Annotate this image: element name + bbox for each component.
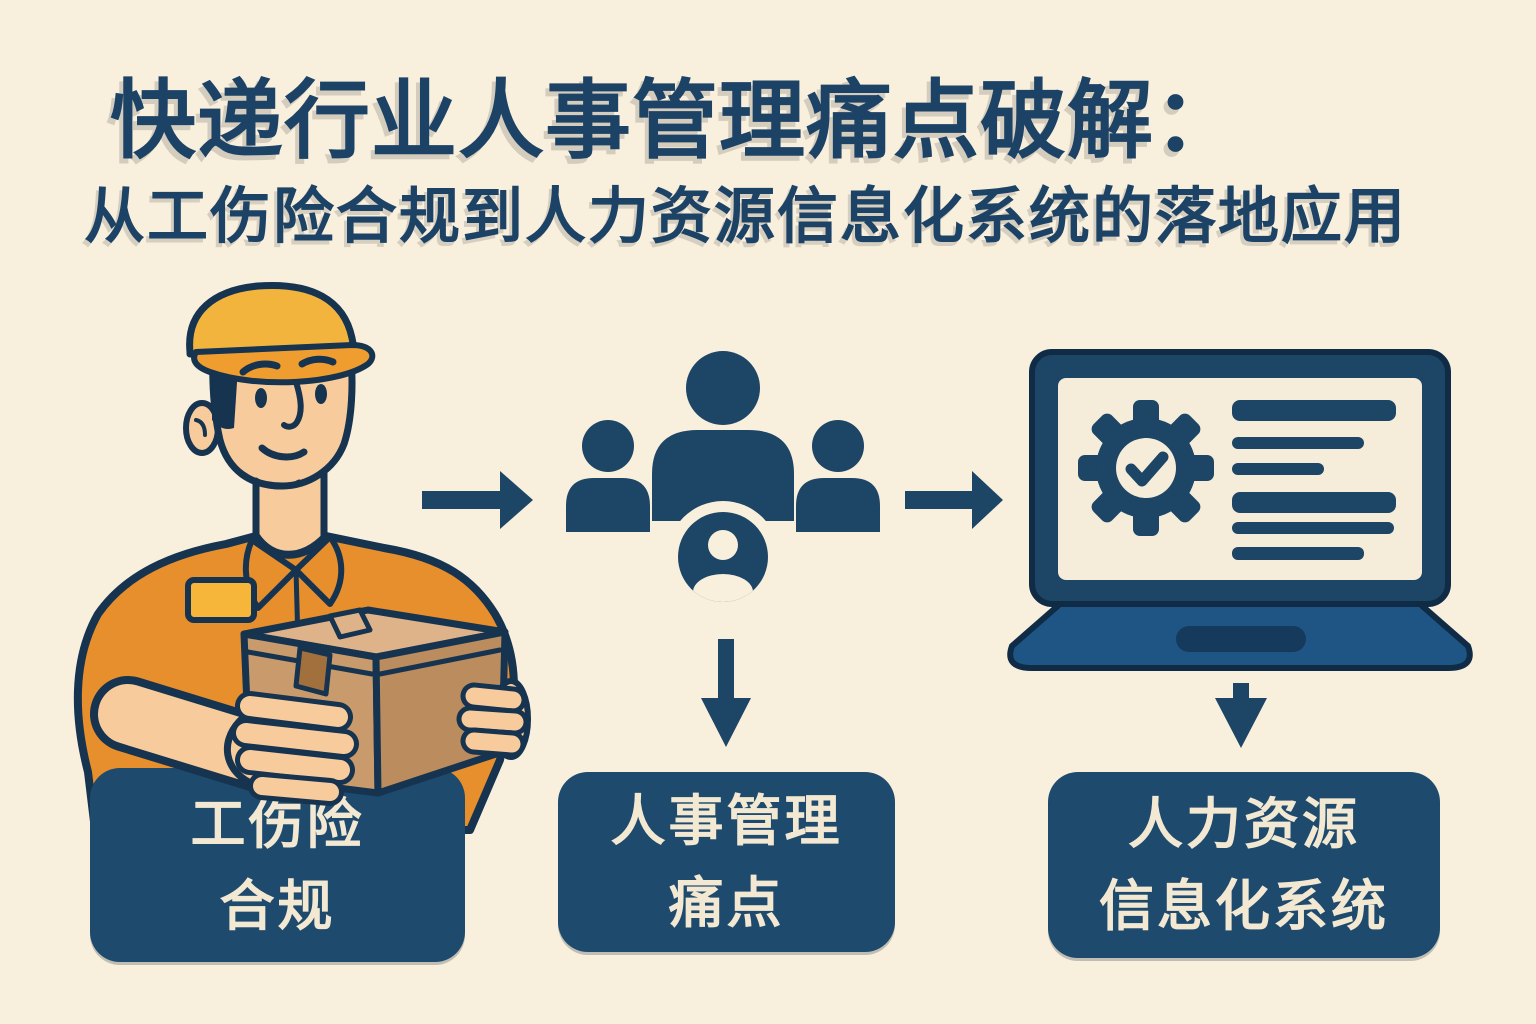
card-text-line: 人力资源 <box>1127 791 1360 856</box>
card-text-line: 痛点 <box>668 871 785 935</box>
card-text-line: 人事管理 <box>610 788 843 853</box>
cap-brim <box>191 342 376 386</box>
courier-right-hand <box>456 678 531 760</box>
name-badge <box>185 577 257 623</box>
right-arrow-icon-2 <box>905 471 1003 529</box>
gear-check-icon <box>1078 400 1214 536</box>
label-card-hr-information-system: 人力资源 信息化系统 <box>1048 772 1440 958</box>
label-card-hr-pain-points: 人事管理 痛点 <box>558 772 895 952</box>
card-text-line: 信息化系统 <box>1098 874 1389 938</box>
parcel-tape-flap <box>293 645 333 697</box>
down-arrow-icon-2 <box>1215 683 1267 748</box>
screen-text-lines <box>1232 400 1396 560</box>
right-arrow-icon-1 <box>422 471 533 529</box>
cap-dome <box>186 281 359 358</box>
courier-head <box>183 281 376 490</box>
card-text-line: 合规 <box>219 874 336 938</box>
page-title: 快递行业人事管理痛点破解： <box>110 71 1241 171</box>
page-subtitle: 从工伤险合规到人力资源信息化系统的落地应用 <box>84 181 1408 252</box>
laptop-icon <box>1007 349 1473 671</box>
down-arrow-icon-1 <box>701 639 751 747</box>
laptop-trackpad <box>1176 626 1306 652</box>
courier-left-arm <box>90 676 359 806</box>
people-group-icon <box>566 351 880 613</box>
